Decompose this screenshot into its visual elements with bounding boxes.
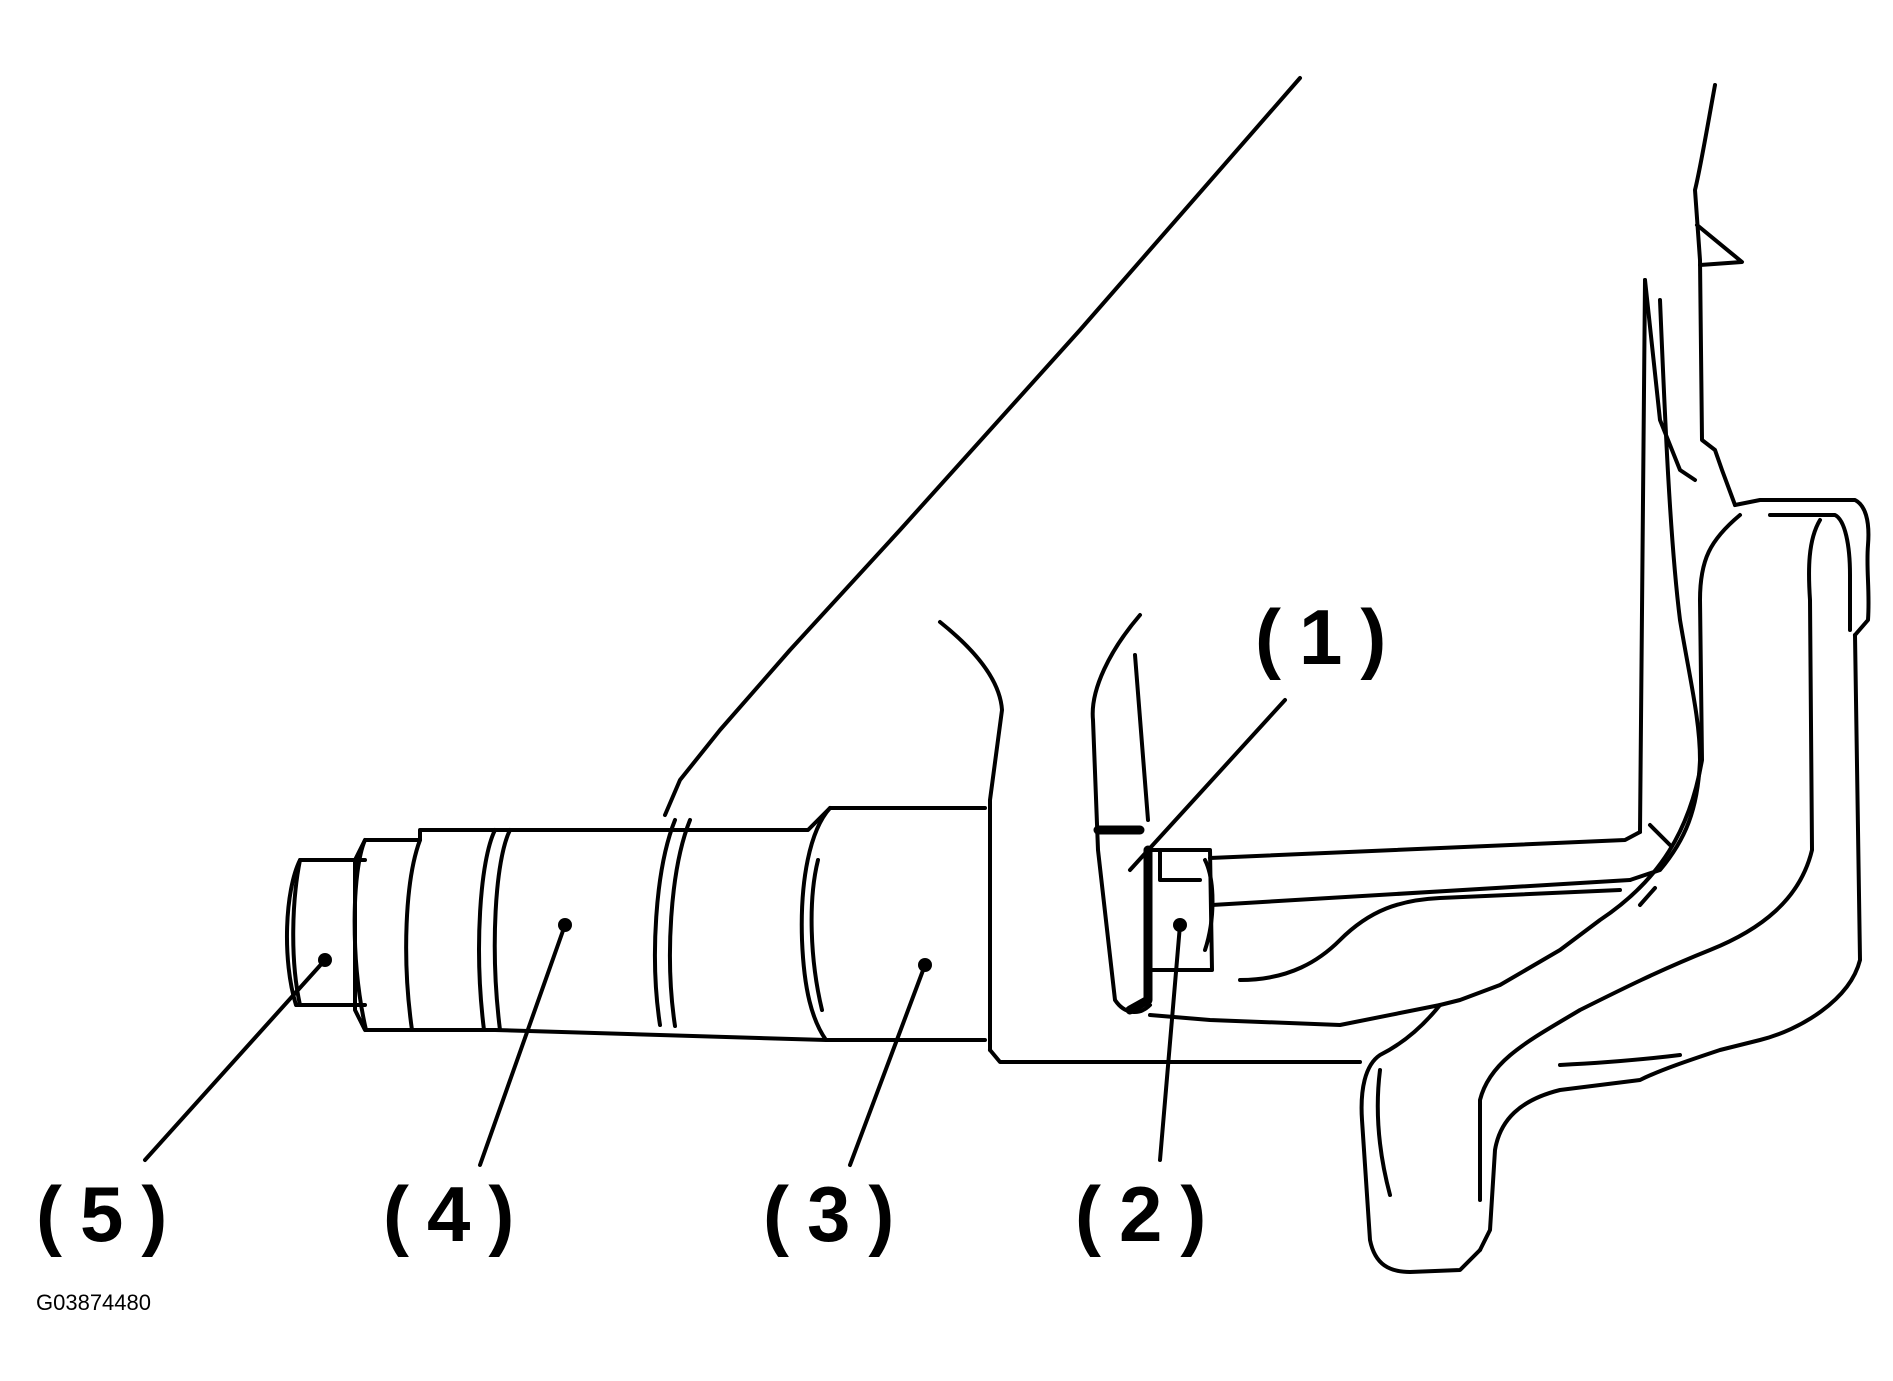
leader-3 (848, 963, 927, 1167)
leader-2 (1158, 923, 1182, 1162)
leader-5-dot (318, 953, 332, 967)
bracket-frame (1359, 83, 1871, 1274)
leader-lines (143, 698, 1287, 1167)
leader-4-dot (558, 918, 572, 932)
callout-5-label: (5) (36, 1170, 186, 1258)
leader-4 (478, 923, 567, 1167)
callout-1-label: (1) (1255, 593, 1405, 681)
callout-4-label: (4) (383, 1170, 533, 1258)
housing-outline (663, 76, 1362, 1064)
figure-code: G03874480 (36, 1290, 151, 1315)
shaft-assembly (284, 806, 987, 1042)
leader-1 (1128, 698, 1287, 872)
callout-3-label: (3) (763, 1170, 913, 1258)
retainer-clip (1090, 613, 1642, 1027)
leader-2-dot (1173, 918, 1187, 932)
callout-2-label: (2) (1075, 1170, 1225, 1258)
leader-3-dot (918, 958, 932, 972)
leader-5 (143, 958, 327, 1162)
